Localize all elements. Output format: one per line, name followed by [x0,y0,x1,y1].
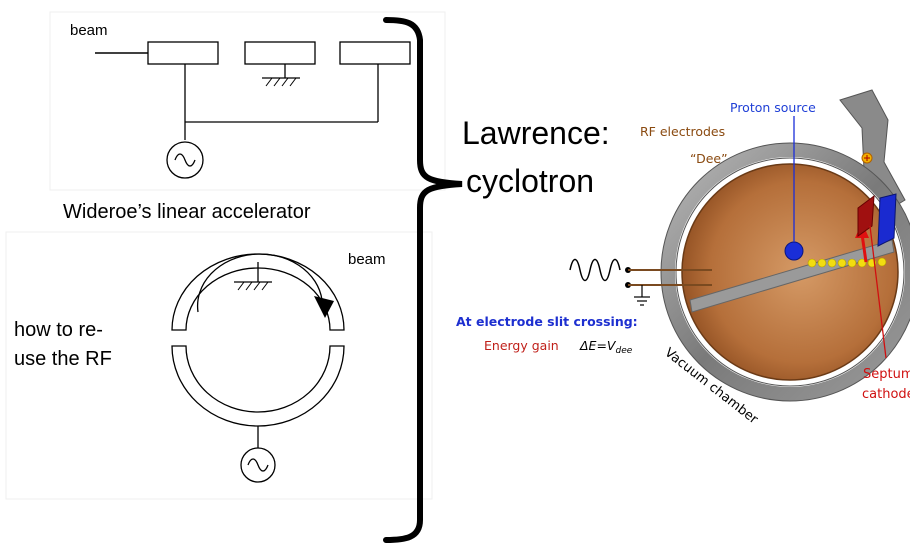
drift-tube-3 [339,41,411,65]
linac-caption: Wideroe’s linear accelerator [63,201,311,223]
extraction-channel [839,89,906,209]
beam-dots [807,257,887,268]
ring-beam-label: beam [348,251,386,268]
linac-beam-label: beam [70,22,108,39]
dee-label: “Dee” [690,151,728,166]
cyclotron-title-line-2: cyclotron [466,163,594,199]
lower-electrode [171,345,345,427]
linac-panel [49,11,446,191]
energy-gain-label: Energy gain [484,338,559,353]
vacuum-chamber-ring [661,143,910,401]
slit-crossing-label: At electrode slit crossing: [456,314,638,329]
reuse-line-1: how to re- [14,319,103,341]
cyclotron-diagram [569,89,910,402]
drift-tube-2 [244,41,316,65]
upper-electrode [171,253,345,331]
rf-electrodes-label: RF electrodes [640,124,725,139]
proton-source-dot [784,241,804,261]
curly-brace [383,17,463,543]
sine-source-icon [240,447,276,483]
proton-source-label: Proton source [730,100,816,115]
ground-symbol-icon [262,64,300,87]
cathode-label: cathode [862,387,910,402]
sine-source-icon [166,141,204,179]
drift-tube-1 [147,41,219,65]
cathode [877,193,897,247]
delta-e-formula: ΔE=Vdee [579,338,633,356]
linac-diagram: beam [49,11,446,191]
rf-wave-icon [569,258,621,282]
beam-arrow-icon [314,296,334,318]
ring-diagram: beam [5,231,433,500]
cyclotron-title-line-1: Lawrence: [462,115,610,151]
ring-beam-path [196,253,323,313]
ground-symbol-icon [234,262,272,291]
ground-symbol-icon [634,285,650,306]
septum-label: Septum [863,367,910,382]
reuse-line-2: use the RF [14,348,112,370]
